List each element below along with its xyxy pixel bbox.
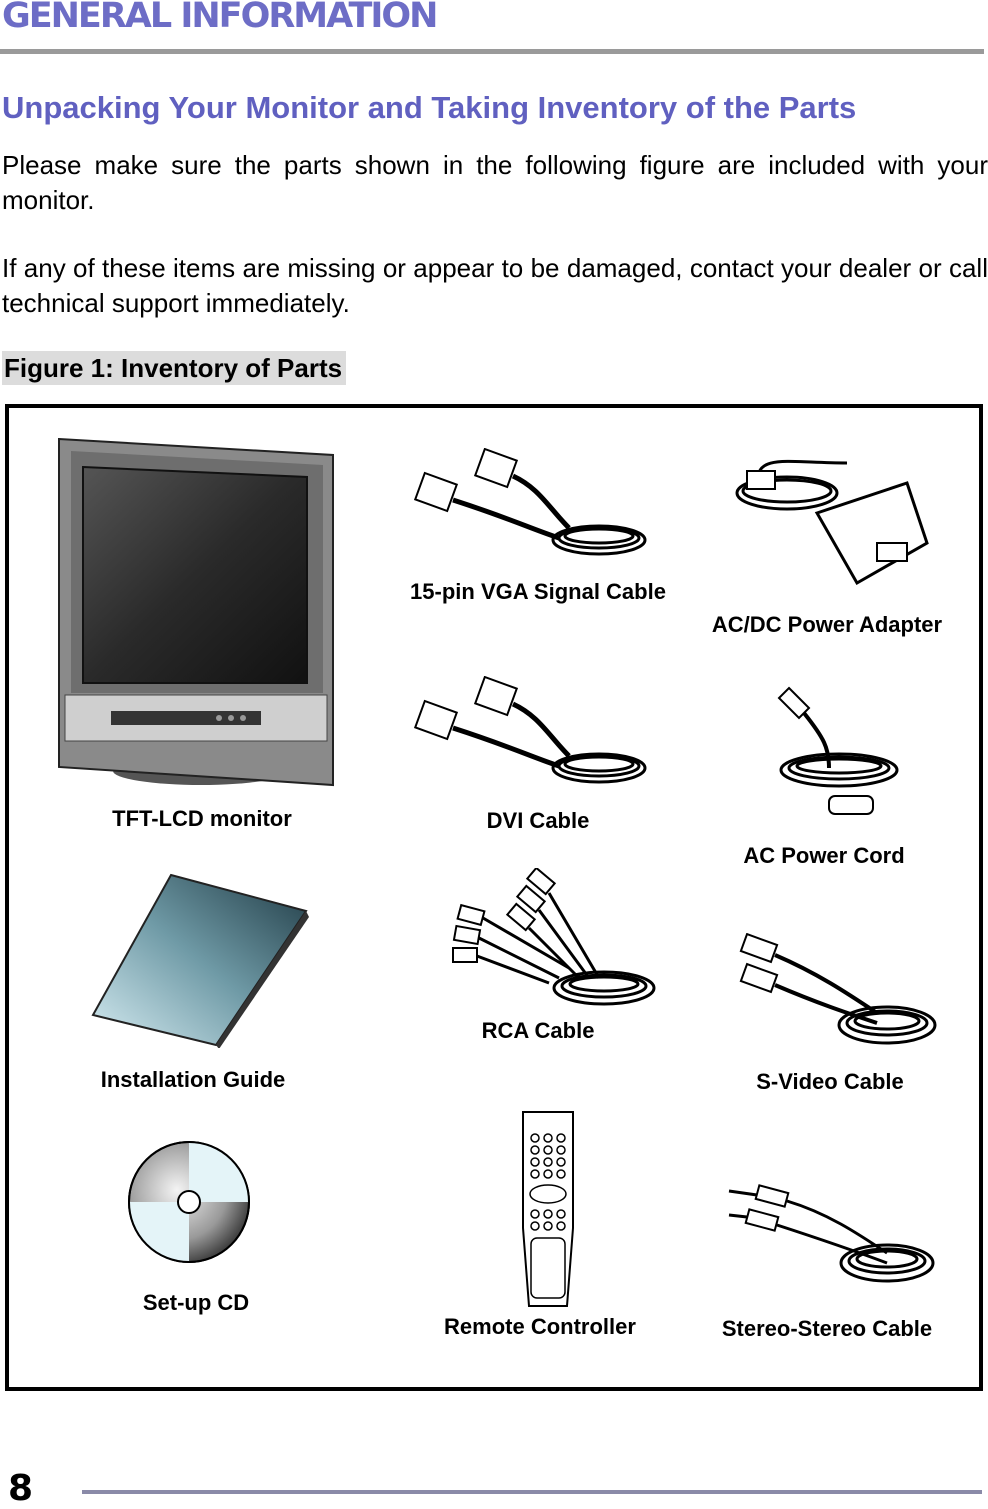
footer-divider bbox=[82, 1490, 982, 1494]
missing-items-paragraph: If any of these items are missing or app… bbox=[2, 253, 988, 318]
stereo-cable-image bbox=[728, 1184, 935, 1283]
ac-power-cord-label: AC Power Cord bbox=[743, 843, 905, 868]
rca-cable-image bbox=[452, 868, 656, 1006]
s-video-cable-label: S-Video Cable bbox=[756, 1069, 904, 1094]
ac-power-cord-image bbox=[777, 686, 899, 815]
section-title: Unpacking Your Monitor and Taking Invent… bbox=[2, 90, 857, 125]
power-adapter-image bbox=[735, 459, 929, 586]
remote-controller-image bbox=[522, 1111, 574, 1307]
power-adapter-label: AC/DC Power Adapter bbox=[711, 612, 943, 637]
remote-controller-label: Remote Controller bbox=[444, 1314, 636, 1339]
stereo-cable-label: Stereo-Stereo Cable bbox=[721, 1316, 933, 1341]
inventory-figure: TFT-LCD monitor 15-pin VGA Signal Cable … bbox=[5, 404, 983, 1391]
page-number: 8 bbox=[8, 1468, 34, 1509]
section-header: GENERAL INFORMATION bbox=[2, 0, 438, 36]
s-video-cable-image bbox=[739, 933, 937, 1045]
setup-cd-image bbox=[128, 1141, 250, 1263]
setup-cd-label: Set-up CD bbox=[142, 1290, 250, 1315]
vga-cable-image bbox=[413, 448, 647, 556]
rca-cable-label: RCA Cable bbox=[481, 1018, 595, 1043]
dvi-cable-image bbox=[413, 676, 647, 784]
installation-guide-image bbox=[91, 873, 309, 1048]
header-divider bbox=[0, 49, 984, 54]
tft-lcd-monitor-label: TFT-LCD monitor bbox=[112, 806, 292, 831]
dvi-cable-label: DVI Cable bbox=[486, 808, 590, 833]
vga-cable-label: 15-pin VGA Signal Cable bbox=[410, 579, 666, 604]
intro-paragraph: Please make sure the parts shown in the … bbox=[2, 150, 988, 215]
installation-guide-label: Installation Guide bbox=[100, 1067, 286, 1092]
tft-lcd-monitor-image bbox=[58, 437, 334, 787]
figure-caption: Figure 1: Inventory of Parts bbox=[2, 351, 347, 385]
